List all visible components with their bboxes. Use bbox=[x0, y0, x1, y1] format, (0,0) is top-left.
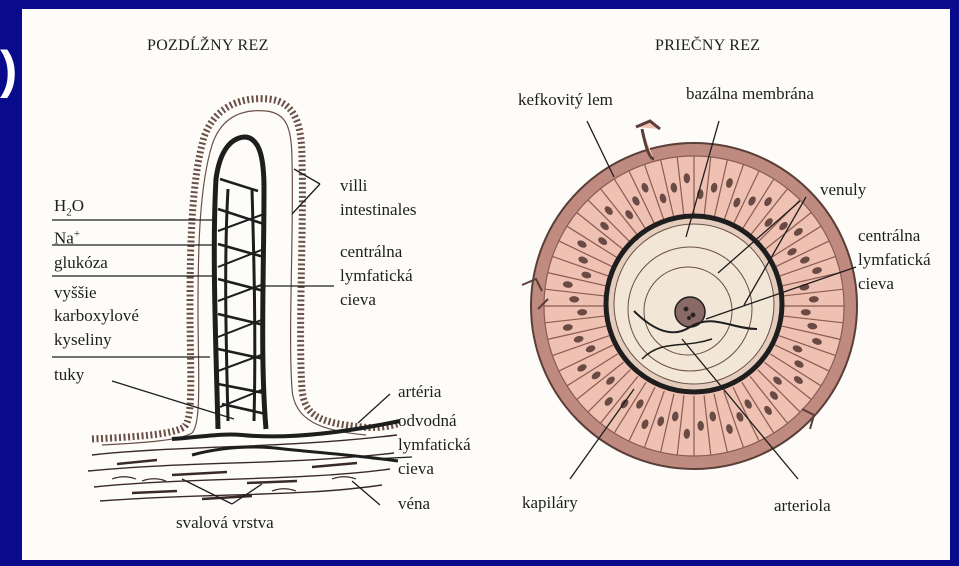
label-central-lymph-3: cieva bbox=[340, 289, 376, 311]
label-cs-central-lymph-1: centrálna bbox=[858, 225, 920, 247]
label-glucose: glukóza bbox=[54, 252, 108, 274]
label-artery: artéria bbox=[398, 381, 441, 403]
label-venules: venuly bbox=[820, 179, 866, 201]
label-fats: tuky bbox=[54, 364, 84, 386]
label-central-lymph-1: centrálna bbox=[340, 241, 402, 263]
label-muscle-layer: svalová vrstva bbox=[176, 512, 274, 534]
slide-top-bar bbox=[0, 0, 959, 8]
label-fatty-acids-2: karboxylové bbox=[54, 305, 139, 327]
label-arteriole: arteriola bbox=[774, 495, 831, 517]
label-cs-central-lymph-3: cieva bbox=[858, 273, 894, 295]
label-cs-central-lymph-2: lymfatická bbox=[858, 249, 931, 271]
label-central-lymph-2: lymfatická bbox=[340, 265, 413, 287]
longitudinal-section-title: POZDĹŽNY REZ bbox=[147, 35, 269, 57]
muscle-layer bbox=[88, 435, 397, 501]
label-villi-2: intestinales bbox=[340, 199, 416, 221]
label-vein: véna bbox=[398, 493, 430, 515]
label-fatty-acids-3: kyseliny bbox=[54, 329, 112, 351]
label-water: H2O bbox=[54, 195, 84, 223]
label-brush-border: kefkovitý lem bbox=[518, 89, 613, 111]
label-sodium: Na+ bbox=[54, 223, 80, 250]
label-fatty-acids-1: vyššie bbox=[54, 282, 97, 304]
cross-section-drawing bbox=[522, 121, 857, 469]
villus-figure: POZDĹŽNY REZ PRIEČNY REZ H2O Na+ glukóza… bbox=[22, 9, 950, 560]
label-efferent-lymph-2: lymfatická bbox=[398, 434, 471, 456]
label-efferent-lymph-3: cieva bbox=[398, 458, 434, 480]
label-capillaries: kapiláry bbox=[522, 492, 578, 514]
cross-section-title: PRIEČNY REZ bbox=[655, 35, 760, 57]
label-basal-membrane: bazálna membrána bbox=[686, 83, 814, 105]
slide-title-fragment: ) bbox=[0, 44, 17, 96]
label-villi-1: villi bbox=[340, 175, 367, 197]
label-efferent-lymph-1: odvodná bbox=[398, 410, 457, 432]
